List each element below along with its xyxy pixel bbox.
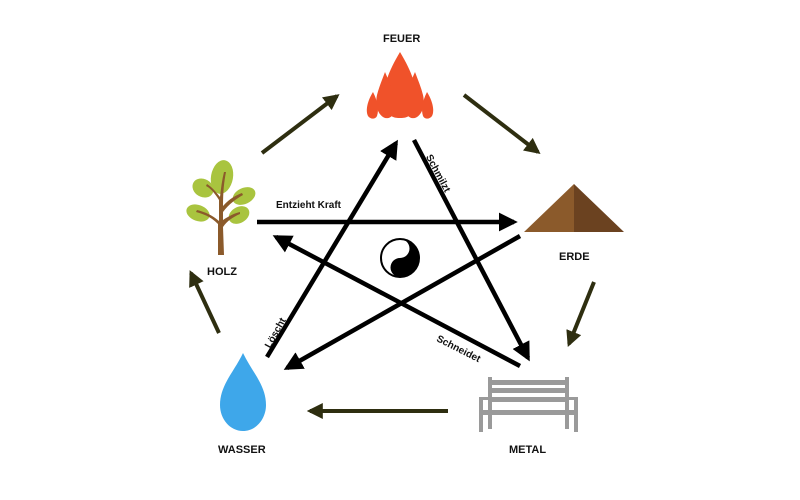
arrow-water-to-fire (265, 139, 398, 359)
yin-yang-icon (380, 238, 420, 278)
bench-icon (479, 377, 578, 432)
relation-label-wood-earth: Entzieht Kraft (276, 200, 341, 211)
label-fire: FEUER (383, 33, 421, 45)
arrow-metal-to-wood (272, 235, 522, 368)
label-metal: METAL (509, 444, 547, 456)
label-water: WASSER (218, 444, 266, 456)
fire-icon (366, 52, 434, 119)
label-wood: HOLZ (207, 266, 237, 278)
arrow-water-to-wood (189, 270, 221, 334)
tree-icon (186, 160, 256, 255)
outer-cycle-arrows (189, 93, 596, 419)
arrow-wood-to-fire (260, 94, 340, 155)
arrow-earth-to-metal (566, 281, 596, 347)
arrow-fire-to-metal (412, 138, 530, 362)
arrow-fire-to-earth (462, 93, 541, 154)
water-drop-icon (220, 353, 266, 431)
label-earth: ERDE (559, 251, 590, 263)
earth-icon (524, 184, 624, 232)
star-arrows (257, 138, 530, 370)
